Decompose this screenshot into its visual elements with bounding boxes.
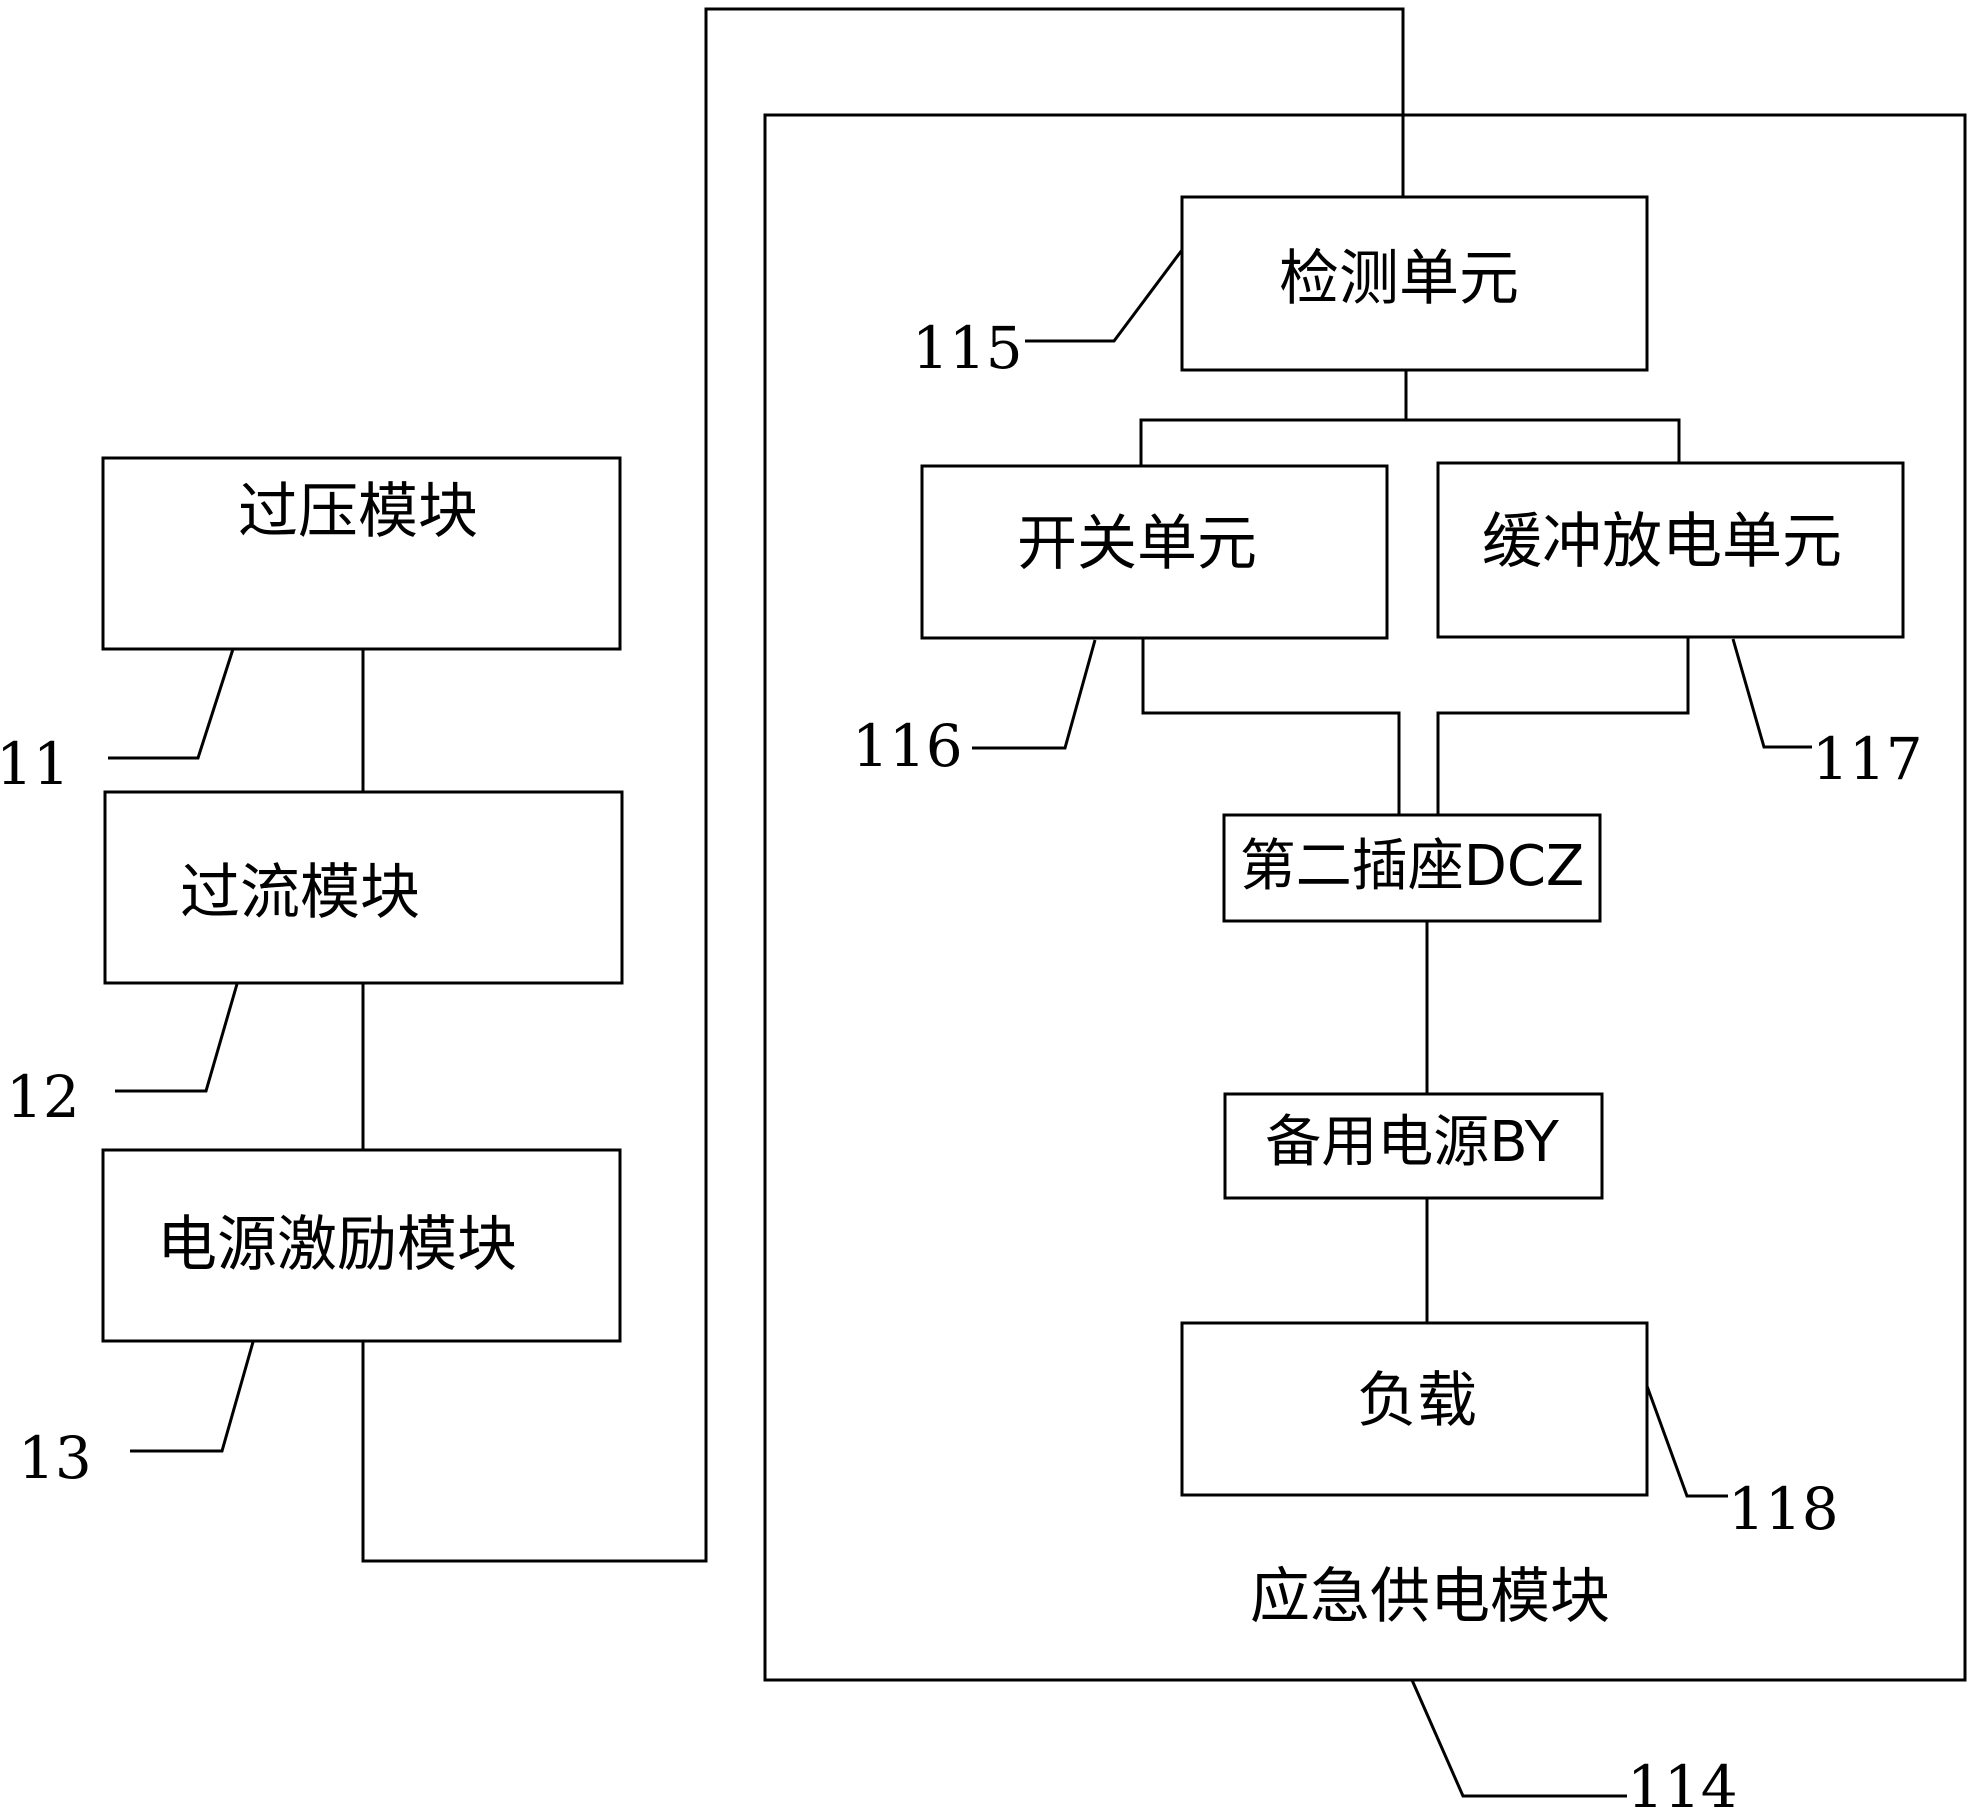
ref-115: 115 [912,314,1023,382]
leader-12 [115,983,239,1093]
leader-114 [1410,1679,1627,1798]
ref-12: 12 [6,1063,80,1131]
overvoltage-box [101,456,622,651]
detection-box [1180,195,1649,372]
socket-box [1222,813,1602,923]
overvoltage-label: 过压模块 [238,477,478,547]
leader-115 [1025,249,1184,343]
wire-excitation-detection [361,7,1405,1563]
ref-13: 13 [18,1424,92,1492]
detection-label: 检测单元 [1279,244,1519,314]
overcurrent-label: 过流模块 [180,858,420,928]
excitation-label: 电源激励模块 [157,1210,517,1280]
switch-label: 开关单元 [1017,509,1257,579]
buffer-box [1436,461,1905,639]
switch-box [920,464,1389,640]
ref-114: 114 [1627,1753,1738,1807]
buffer-label: 缓冲放电单元 [1482,507,1842,577]
wire-switch-socket [1141,638,1401,815]
leader-11 [108,648,235,760]
wire-buffer-socket [1436,637,1690,815]
socket-label: 第二插座DCZ [1240,834,1585,899]
ref-118: 118 [1728,1475,1839,1543]
backup-label: 备用电源BY [1265,1110,1559,1175]
excitation-box [101,1148,622,1343]
ref-11: 11 [0,730,70,798]
emergency-module-label: 应急供电模块 [1250,1562,1610,1632]
leader-117 [1731,638,1812,749]
ref-117: 117 [1812,725,1923,793]
leader-13 [130,1341,255,1453]
wire-split-bus [1139,418,1681,466]
ref-116: 116 [852,712,963,780]
load-label: 负载 [1357,1366,1477,1436]
leader-118 [1645,1385,1728,1498]
load-box [1180,1321,1649,1497]
leader-116 [972,639,1097,750]
backup-box [1223,1092,1604,1200]
